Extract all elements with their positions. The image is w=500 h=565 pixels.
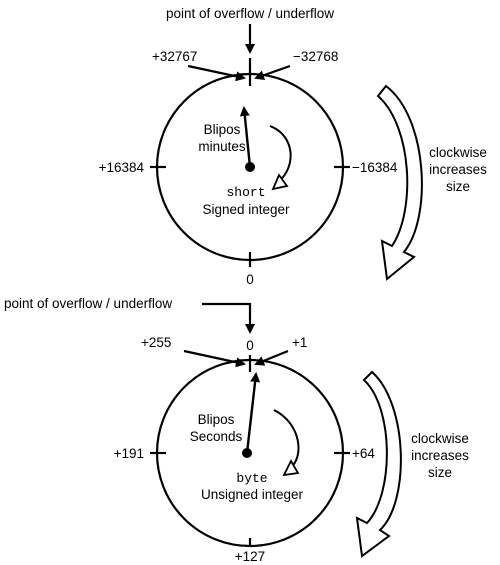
clockwise-direction-arrow [376,84,423,281]
max-value-label: +255 [141,335,171,350]
top-value-label: 0 [246,338,254,353]
max-value-arrow [183,349,246,368]
overflow-pointer-arrow [202,302,255,334]
type-name: short [226,185,265,200]
rotation-arrow-curve [273,409,300,469]
direction-line2: increases [411,448,469,463]
max-value-label: +32767 [152,49,197,64]
left-value-label: +191 [114,446,144,461]
rotation-arrow-curve [269,125,292,183]
left-value-label: +16384 [99,160,145,175]
type-name: byte [236,471,267,486]
clockwise-direction-arrow [355,370,402,558]
direction-line2: increases [429,162,487,177]
clock-hand [239,106,252,168]
short-diagram: point of overflow / underflow +32767 −32… [99,6,488,287]
min-value-arrow [254,64,291,81]
type-description: Signed integer [202,202,290,217]
direction-line3: size [428,465,452,480]
bottom-value-label: +127 [235,549,265,564]
right-value-label: +64 [352,446,375,461]
direction-line1: clockwise [411,431,469,446]
right-value-label: −16384 [352,160,398,175]
clock-hand [245,372,261,454]
bottom-value-label: 0 [246,272,254,287]
clock-pivot [242,448,252,458]
clock-name-line1: Blipos [204,122,241,137]
type-description: Unsigned integer [201,487,304,502]
min-value-label: +1 [292,335,307,350]
direction-line3: size [446,179,470,194]
min-value-label: −32768 [293,49,338,64]
byte-diagram: point of overflow / underflow 0 +255 +1 … [4,296,469,564]
clock-pivot [245,162,255,172]
clock-name-line1: Blipos [198,412,235,427]
overflow-label: point of overflow / underflow [166,6,334,21]
direction-line1: clockwise [429,145,487,160]
overflow-label: point of overflow / underflow [4,296,172,311]
clock-name-line2: minutes [198,139,246,154]
rotation-arrowhead [271,173,289,191]
rotation-arrowhead [282,459,300,477]
clock-name-line2: Seconds [190,429,243,444]
min-value-arrow [254,349,289,366]
max-value-arrow [187,64,246,82]
